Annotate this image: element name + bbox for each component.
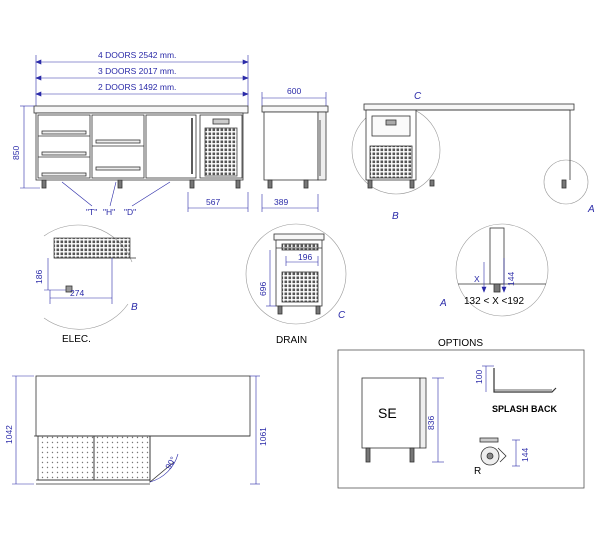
- elec-title: ELEC.: [62, 334, 91, 345]
- drain-callout-c: C: [338, 310, 346, 321]
- elec-detail: [43, 224, 136, 330]
- front-elevation: [20, 55, 249, 212]
- dim-186: 186: [34, 270, 44, 284]
- callout-c-top: C: [414, 91, 422, 102]
- dim-1042: 1042: [4, 425, 14, 444]
- dim-2-doors: 2 DOORS 1492 mm.: [98, 82, 176, 92]
- plan-view: [12, 375, 260, 485]
- foot-dim-144: 144: [506, 272, 516, 286]
- dim-567: 567: [206, 197, 220, 207]
- dim-1061: 1061: [258, 427, 268, 446]
- side-elevation: [261, 92, 329, 212]
- callout-b: B: [392, 211, 399, 222]
- door-angle-90: 90°: [163, 455, 178, 471]
- dim-389: 389: [274, 197, 288, 207]
- foot-x-label: X: [474, 274, 480, 284]
- dim-3-doors: 3 DOORS 2017 mm.: [98, 66, 176, 76]
- width-dimensions: [35, 55, 249, 106]
- detail-view: [351, 103, 589, 205]
- drain-title: DRAIN: [276, 335, 307, 346]
- door-label-d: "D": [124, 207, 136, 217]
- foot-range: 132 < X <192: [464, 296, 524, 307]
- dim-274: 274: [70, 288, 84, 298]
- door-label-h: "H": [103, 207, 115, 217]
- dim-height-850: 850: [11, 146, 21, 160]
- door-label-t: "T": [86, 207, 97, 217]
- option-dim-836: 836: [426, 416, 436, 430]
- foot-callout-a: A: [439, 298, 447, 309]
- options-title: OPTIONS: [438, 338, 483, 349]
- callout-a: A: [587, 204, 595, 215]
- dim-196: 196: [298, 252, 312, 262]
- option-dim-144: 144: [520, 448, 530, 462]
- dim-4-doors: 4 DOORS 2542 mm.: [98, 50, 176, 60]
- option-se-label: SE: [378, 405, 397, 421]
- foot-detail: [455, 223, 549, 317]
- options-panel: [337, 349, 585, 489]
- option-splash-back: SPLASH BACK: [492, 404, 558, 414]
- dim-depth-600: 600: [287, 86, 301, 96]
- dim-696: 696: [258, 282, 268, 296]
- drain-detail: [245, 223, 347, 325]
- elec-callout-b: B: [131, 302, 138, 313]
- option-dim-100: 100: [474, 370, 484, 384]
- option-r-label: R: [474, 466, 481, 477]
